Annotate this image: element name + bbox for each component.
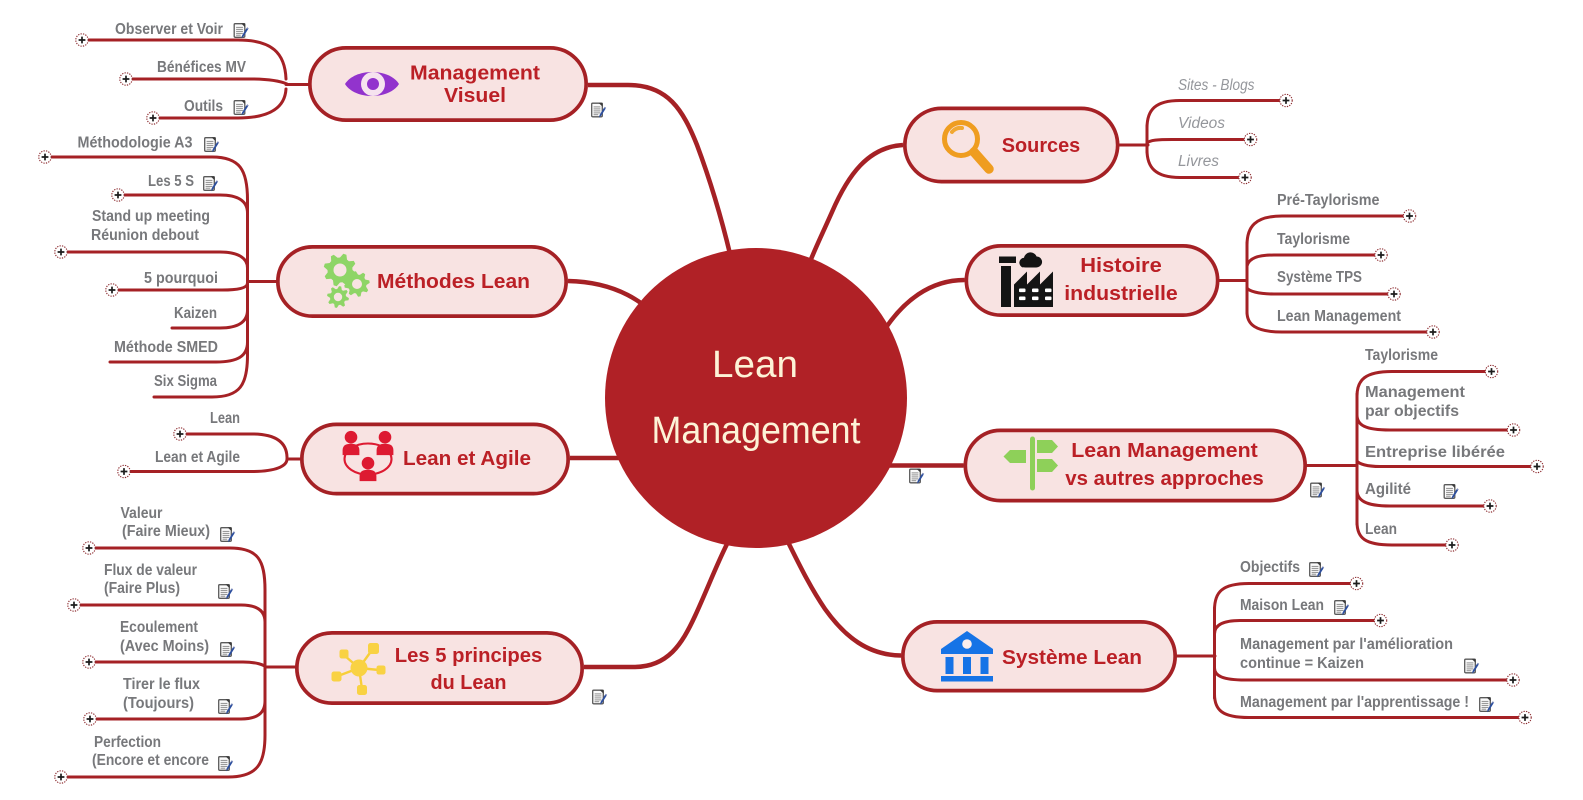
svg-text:Méthodologie A3: Méthodologie A3 bbox=[78, 135, 193, 152]
svg-text:par objectifs: par objectifs bbox=[1365, 403, 1459, 420]
svg-text:Management par l'apprentissage: Management par l'apprentissage ! bbox=[1240, 694, 1469, 711]
svg-text:Management: Management bbox=[410, 63, 540, 85]
svg-text:vs autres approches: vs autres approches bbox=[1065, 468, 1264, 490]
svg-text:Agilité: Agilité bbox=[1365, 481, 1411, 498]
svg-text:Lean: Lean bbox=[210, 410, 240, 427]
svg-text:Kaizen: Kaizen bbox=[174, 305, 217, 322]
svg-text:continue = Kaizen: continue = Kaizen bbox=[1240, 655, 1364, 672]
svg-text:Réunion debout: Réunion debout bbox=[91, 227, 199, 244]
svg-text:Valeur: Valeur bbox=[121, 505, 163, 522]
svg-text:Taylorisme: Taylorisme bbox=[1365, 347, 1438, 364]
svg-text:Les 5 S: Les 5 S bbox=[148, 173, 194, 190]
svg-text:(Avec Moins): (Avec Moins) bbox=[120, 638, 209, 655]
svg-text:Système Lean: Système Lean bbox=[1002, 647, 1142, 669]
svg-text:Lean: Lean bbox=[1365, 521, 1397, 538]
svg-text:Ecoulement: Ecoulement bbox=[120, 619, 198, 636]
svg-text:Sources: Sources bbox=[1002, 135, 1081, 157]
svg-text:(Faire Plus): (Faire Plus) bbox=[104, 580, 180, 597]
svg-text:Taylorisme: Taylorisme bbox=[1277, 231, 1350, 248]
svg-text:Les 5 principes: Les 5 principes bbox=[395, 645, 543, 667]
svg-text:Management: Management bbox=[652, 410, 861, 452]
svg-text:industrielle: industrielle bbox=[1064, 283, 1178, 305]
svg-text:Tirer le flux: Tirer le flux bbox=[123, 676, 200, 693]
svg-text:Perfection: Perfection bbox=[94, 734, 161, 751]
svg-text:Observer et Voir: Observer et Voir bbox=[115, 21, 223, 38]
svg-text:Stand up meeting: Stand up meeting bbox=[92, 208, 210, 225]
svg-text:Lean: Lean bbox=[712, 344, 798, 386]
svg-text:Objectifs: Objectifs bbox=[1240, 559, 1300, 576]
svg-text:Lean et Agile: Lean et Agile bbox=[403, 448, 531, 470]
svg-text:Videos: Videos bbox=[1178, 115, 1225, 132]
svg-text:Lean Management: Lean Management bbox=[1071, 440, 1258, 462]
svg-text:Management par l'amélioration: Management par l'amélioration bbox=[1240, 636, 1453, 653]
svg-text:Système TPS: Système TPS bbox=[1277, 269, 1362, 286]
svg-text:Sites - Blogs: Sites - Blogs bbox=[1178, 77, 1255, 94]
svg-text:(Encore et encore: (Encore et encore bbox=[92, 752, 209, 769]
svg-text:Livres: Livres bbox=[1178, 153, 1219, 170]
svg-text:5 pourquoi: 5 pourquoi bbox=[144, 270, 218, 287]
svg-text:Histoire: Histoire bbox=[1080, 255, 1162, 277]
svg-text:Bénéfices MV: Bénéfices MV bbox=[157, 59, 247, 76]
svg-text:Outils: Outils bbox=[184, 98, 223, 115]
svg-text:Management: Management bbox=[1365, 384, 1465, 401]
svg-text:Lean et Agile: Lean et Agile bbox=[155, 449, 240, 466]
svg-text:(Faire Mieux): (Faire Mieux) bbox=[122, 523, 210, 540]
svg-text:Méthode SMED: Méthode SMED bbox=[114, 339, 218, 356]
svg-text:du Lean: du Lean bbox=[431, 672, 507, 694]
svg-text:Flux de valeur: Flux de valeur bbox=[104, 562, 197, 579]
svg-text:Pré-Taylorisme: Pré-Taylorisme bbox=[1277, 192, 1380, 209]
svg-text:Visuel: Visuel bbox=[444, 85, 506, 107]
svg-text:Lean Management: Lean Management bbox=[1277, 308, 1401, 325]
svg-text:Méthodes Lean: Méthodes Lean bbox=[377, 271, 530, 293]
svg-text:(Toujours): (Toujours) bbox=[123, 695, 194, 712]
svg-text:Entreprise libérée: Entreprise libérée bbox=[1365, 444, 1505, 461]
svg-text:Maison Lean: Maison Lean bbox=[1240, 597, 1324, 614]
svg-text:Six Sigma: Six Sigma bbox=[154, 373, 217, 390]
